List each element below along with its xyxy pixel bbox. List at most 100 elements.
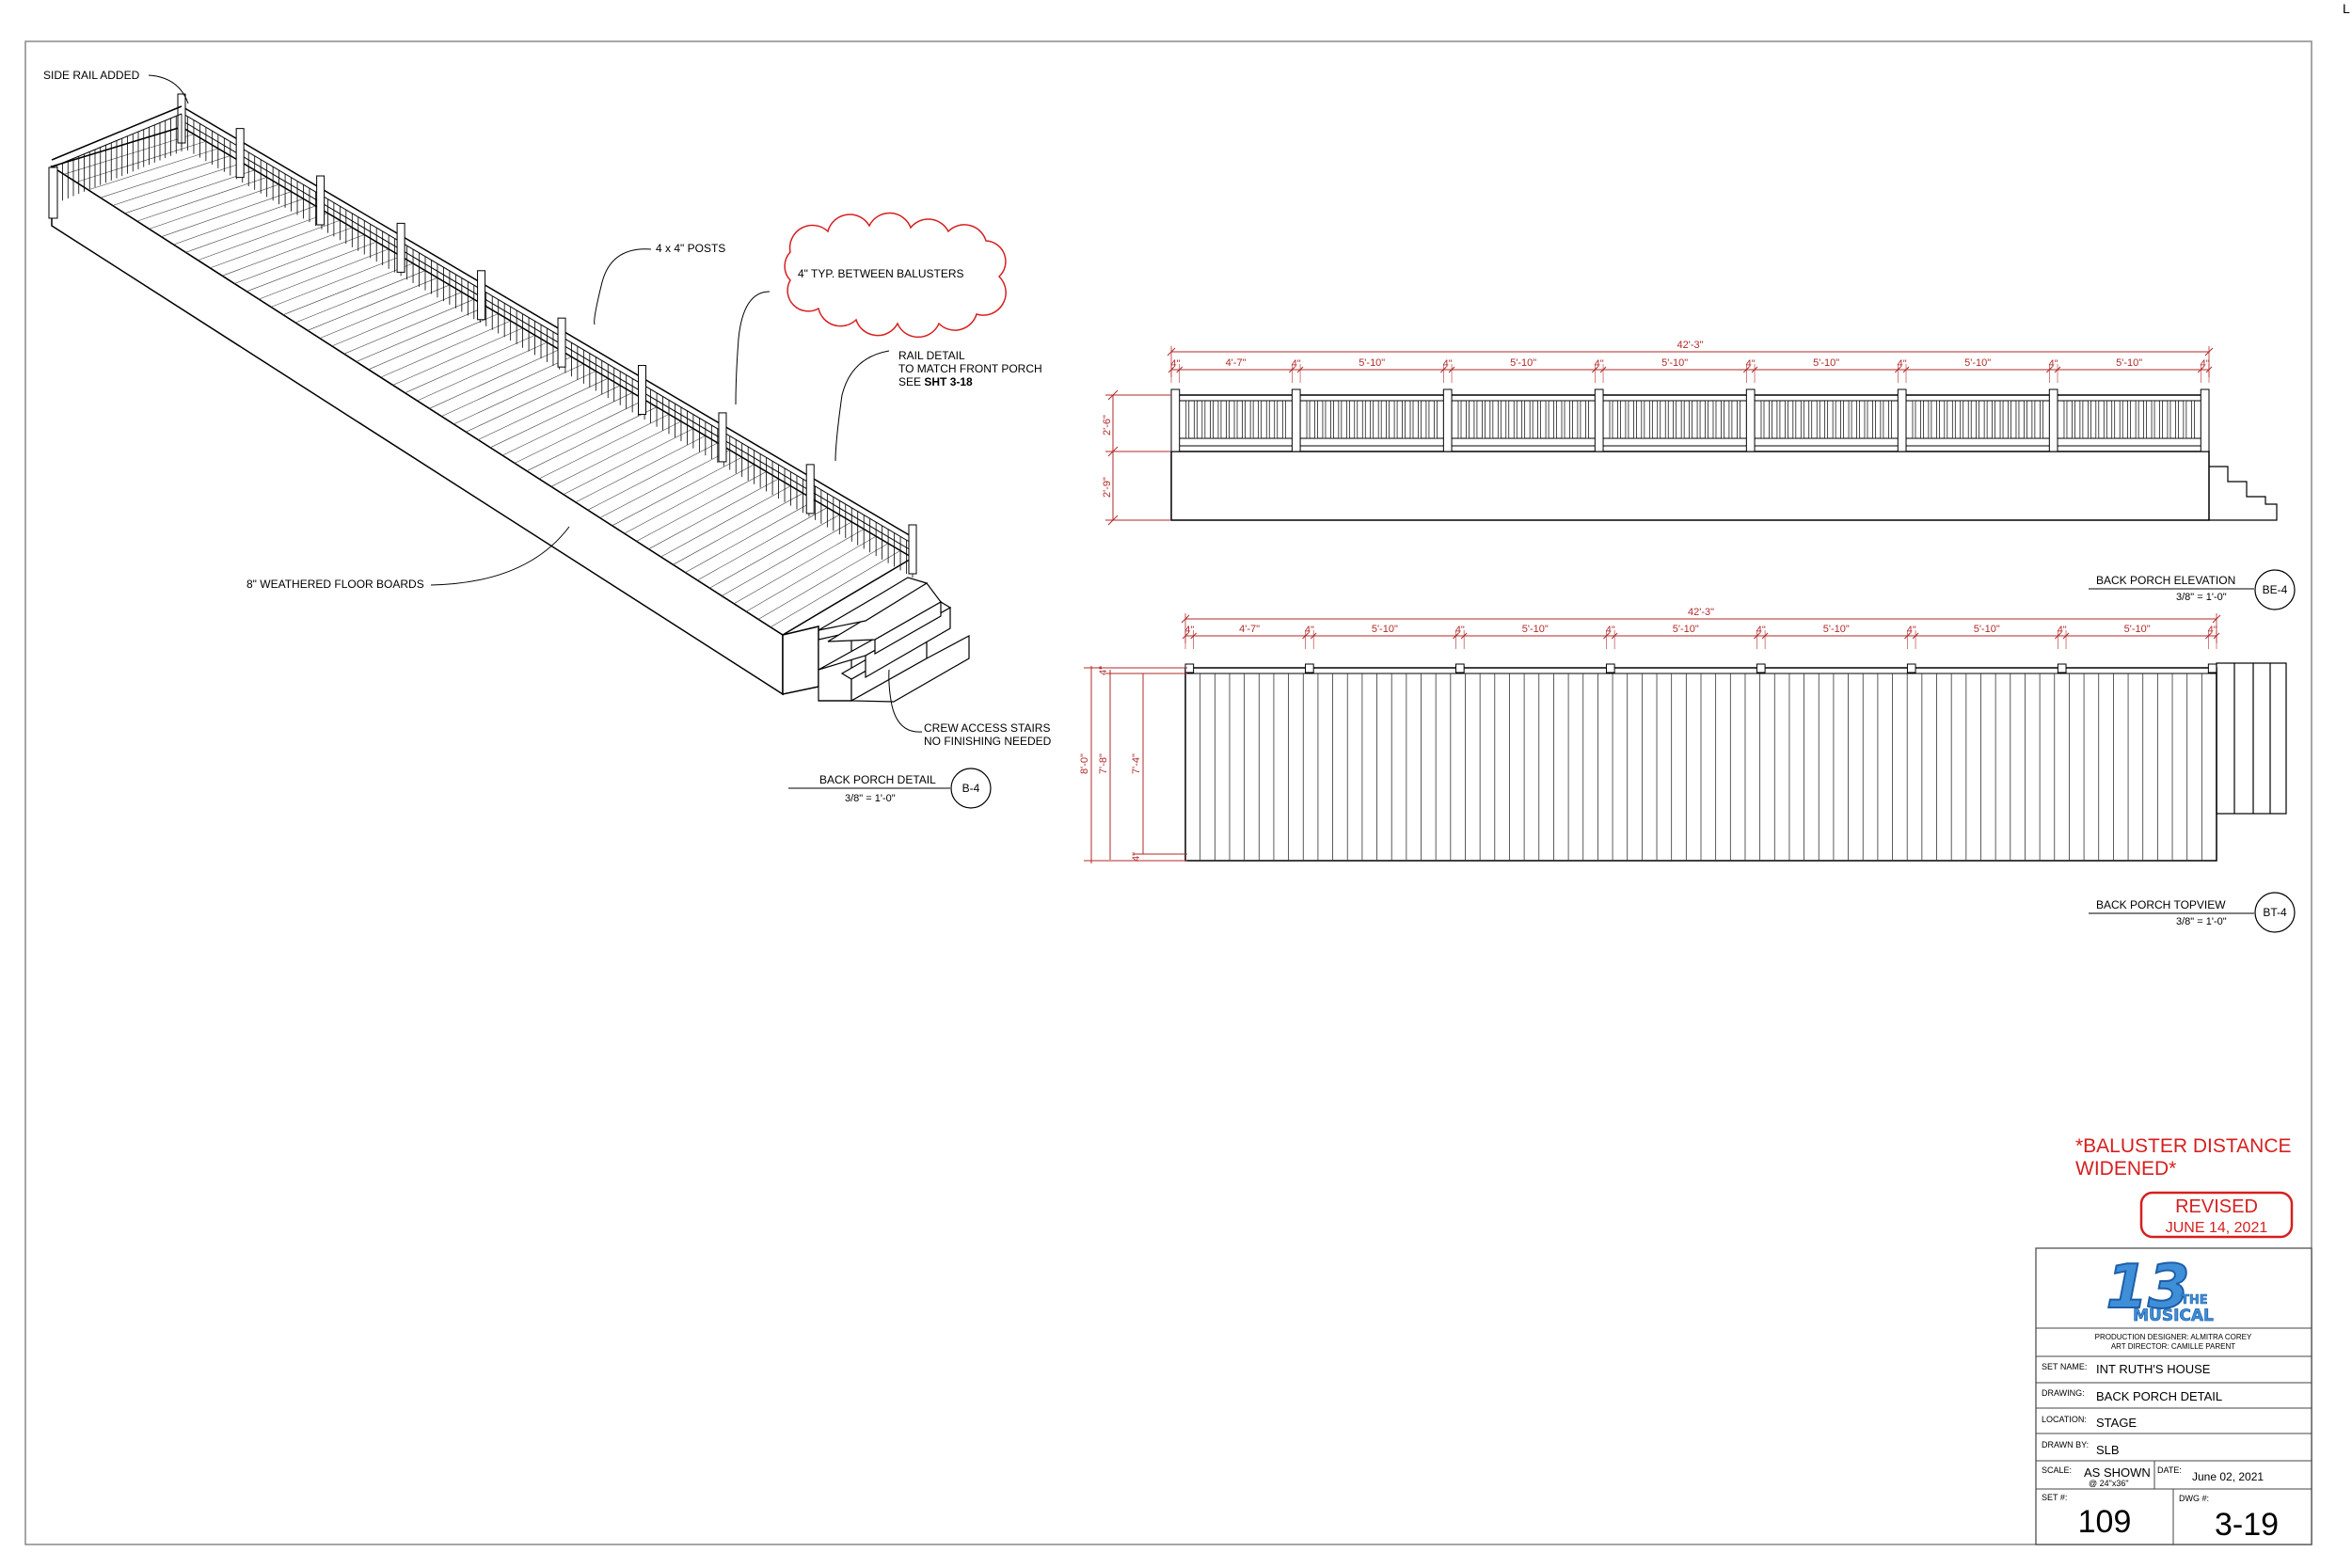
post-dimension: 4" xyxy=(1184,625,1194,636)
drawing-value: BACK PORCH DETAIL xyxy=(2096,1389,2222,1403)
elevation-baluster xyxy=(1226,400,1230,439)
segment-dimension: 4'-7" xyxy=(1226,357,1247,369)
stairs-label-2: NO FINISHING NEEDED xyxy=(924,735,1052,748)
elevation-base xyxy=(1170,451,2210,521)
elevation-baluster xyxy=(1728,400,1733,439)
elevation-title: BACK PORCH ELEVATION xyxy=(2096,574,2235,587)
elevation-baluster xyxy=(1473,400,1478,439)
revision-notes: *BALUSTER DISTANCE WIDENED* REVISED JUNE… xyxy=(2075,1135,2294,1239)
floor-board xyxy=(490,385,621,449)
segment-dimension: 5'-10" xyxy=(1510,357,1536,369)
rail-post xyxy=(557,317,566,368)
floor-board xyxy=(63,134,195,175)
elevation-baluster xyxy=(1497,400,1502,439)
title-block: 13 THE MUSICAL PRODUCTION DESIGNER: ALMI… xyxy=(2035,1247,2312,1545)
post-dimension: 4" xyxy=(1170,358,1180,370)
floor-board xyxy=(441,356,572,417)
floor-board xyxy=(161,191,292,237)
elevation-baluster xyxy=(1354,400,1359,439)
overall-dimension: 42'-3" xyxy=(1688,607,1714,618)
set-name-value: INT RUTH'S HOUSE xyxy=(2096,1362,2211,1376)
elevation-baluster xyxy=(1648,400,1653,439)
floor-board xyxy=(648,478,779,549)
floor-board xyxy=(124,169,255,214)
elevation-baluster xyxy=(1242,400,1246,439)
floor-board xyxy=(149,183,279,230)
elevation-baluster xyxy=(1657,400,1661,439)
elevation-baluster xyxy=(1785,400,1788,439)
elevation-baluster xyxy=(1306,400,1311,439)
post-dimension: 4" xyxy=(1746,358,1756,370)
elevation-baluster xyxy=(1864,400,1868,439)
segment-dimension: 4'-7" xyxy=(1239,624,1260,635)
elevation-view: 42'-3"4"4"4"4"4"4"4"4"4'-7"5'-10"5'-10"5… xyxy=(1102,340,2296,610)
elevation-baluster xyxy=(1680,400,1685,439)
iso-view-scale: 3/8" = 1'-0" xyxy=(845,793,896,804)
set-number: 109 xyxy=(2078,1504,2132,1540)
post-dimension: 4" xyxy=(2208,625,2217,636)
elevation-baluster xyxy=(2190,400,2195,439)
elevation-baluster xyxy=(1880,400,1884,439)
elevation-post xyxy=(1170,388,1181,452)
iso-view-title: BACK PORCH DETAIL xyxy=(819,773,936,786)
floor-label: 8" WEATHERED FLOOR BOARDS xyxy=(246,578,424,591)
elevation-baluster xyxy=(1418,400,1422,439)
floor-board xyxy=(478,377,609,440)
floor-board xyxy=(136,177,267,222)
dwg-number: 3-19 xyxy=(2215,1507,2279,1543)
topview-stairs xyxy=(2216,662,2287,815)
floor-board xyxy=(636,471,767,542)
topview-post xyxy=(2057,663,2067,673)
elevation-baluster xyxy=(1976,400,1980,439)
top-edge-top: 4" xyxy=(1098,666,1109,675)
top-depth-inner: 7'-8" xyxy=(1098,753,1109,774)
revision-note-2: WIDENED* xyxy=(2075,1158,2176,1180)
overall-dimension: 42'-3" xyxy=(1677,340,1703,351)
floor-board xyxy=(453,363,584,425)
elevation-baluster xyxy=(1983,400,1988,439)
revision-note: *BALUSTER DISTANCE xyxy=(2075,1135,2292,1157)
elevation-balusters xyxy=(1185,400,2195,439)
floor-board xyxy=(612,456,742,527)
elevation-baluster xyxy=(2072,400,2075,439)
location-label: LOCATION: xyxy=(2042,1415,2087,1424)
elevation-baluster xyxy=(2135,400,2139,439)
elevation-baluster xyxy=(1712,400,1717,439)
floor-board xyxy=(405,335,535,393)
elevation-baluster xyxy=(2088,400,2091,439)
top-depth-deck: 7'-4" xyxy=(1131,753,1142,774)
elevation-scale: 3/8" = 1'-0" xyxy=(2176,592,2227,603)
elevation-baluster xyxy=(1992,400,1995,439)
topview-post xyxy=(1305,663,1314,673)
elevation-post xyxy=(1897,388,1907,452)
scale-sheet-size: @ 24"x36" xyxy=(2089,1479,2129,1488)
elevation-baluster xyxy=(1529,400,1534,439)
elevation-baluster xyxy=(1936,400,1940,439)
elevation-baluster xyxy=(1920,400,1924,439)
elevation-post xyxy=(1442,388,1453,452)
elevation-baluster xyxy=(1409,400,1414,439)
elevation-baluster xyxy=(1721,400,1724,439)
elevation-baluster xyxy=(1281,400,1286,439)
elevation-baluster xyxy=(1249,400,1254,439)
post-dimension: 4" xyxy=(1898,358,1907,370)
floor-board xyxy=(270,256,402,308)
logo-the: THE xyxy=(2181,1293,2208,1307)
topview-title: BACK PORCH TOPVIEW xyxy=(2096,898,2226,911)
elevation-baluster xyxy=(1856,400,1860,439)
elevation-baluster xyxy=(1888,400,1892,439)
elevation-baluster xyxy=(2095,400,2100,439)
set-number-label: SET #: xyxy=(2042,1493,2067,1502)
floor-board xyxy=(222,227,353,277)
top-depth-total: 8'-0" xyxy=(1079,753,1090,774)
corner-mark: L xyxy=(2343,1,2350,16)
iso-deck-top xyxy=(50,126,914,636)
elevation-baluster xyxy=(2151,400,2155,439)
segment-dimension: 5'-10" xyxy=(1823,624,1850,635)
segment-dimension: 5'-10" xyxy=(1661,357,1688,369)
floor-board xyxy=(660,485,791,558)
elevation-baluster xyxy=(1760,400,1765,439)
elevation-baluster xyxy=(1776,400,1781,439)
segment-dimension: 5'-10" xyxy=(1673,624,1699,635)
